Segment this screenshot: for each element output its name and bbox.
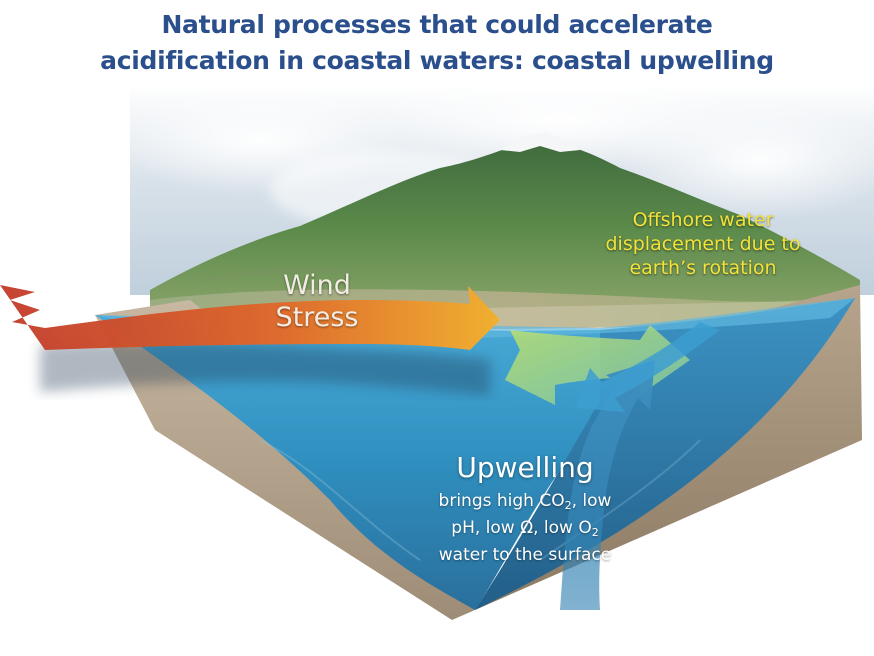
offshore-label-line-3: earth’s rotation — [629, 257, 777, 279]
offshore-displacement-label: Offshore water displacement due to earth… — [558, 208, 848, 280]
offshore-label-line-1: Offshore water — [632, 209, 774, 231]
wind-stress-label: Wind Stress — [262, 270, 372, 334]
wind-arrow-shadow — [40, 340, 490, 395]
offshore-label-line-2: displacement due to — [605, 233, 801, 255]
upwelling-desc-line-3: water to the surface — [438, 545, 612, 565]
diagram-title-line-2: acidification in coastal waters: coastal… — [100, 46, 774, 75]
wind-label-line-2: Stress — [275, 302, 359, 333]
upwelling-title: Upwelling — [456, 451, 594, 484]
return-flow-arrow — [575, 322, 720, 412]
wind-label-line-1: Wind — [283, 270, 351, 301]
upwelling-arrow — [560, 360, 655, 610]
upwelling-desc-line-2: pH, low Ω, low O2 — [451, 518, 599, 539]
wind-stress-arrow — [0, 285, 500, 350]
upwelling-desc-line-1: brings high CO2, low — [438, 491, 612, 512]
upwelling-description: brings high CO2, low pH, low Ω, low O2 w… — [380, 488, 670, 569]
diagram-title-line-1: Natural processes that could accelerate — [161, 10, 713, 39]
